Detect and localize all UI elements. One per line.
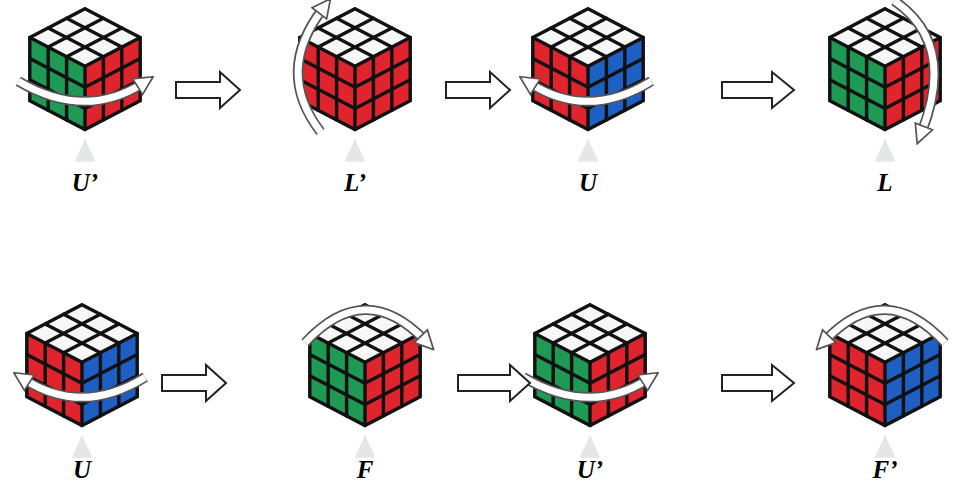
move-label: U xyxy=(579,168,597,198)
move-label: F’ xyxy=(873,455,898,485)
move-label: U’ xyxy=(577,455,603,485)
move-label: U xyxy=(73,455,91,485)
move-label: L’ xyxy=(344,168,366,198)
move-label: L xyxy=(877,168,892,198)
move-label: F xyxy=(357,455,374,485)
move-label: U’ xyxy=(72,168,98,198)
